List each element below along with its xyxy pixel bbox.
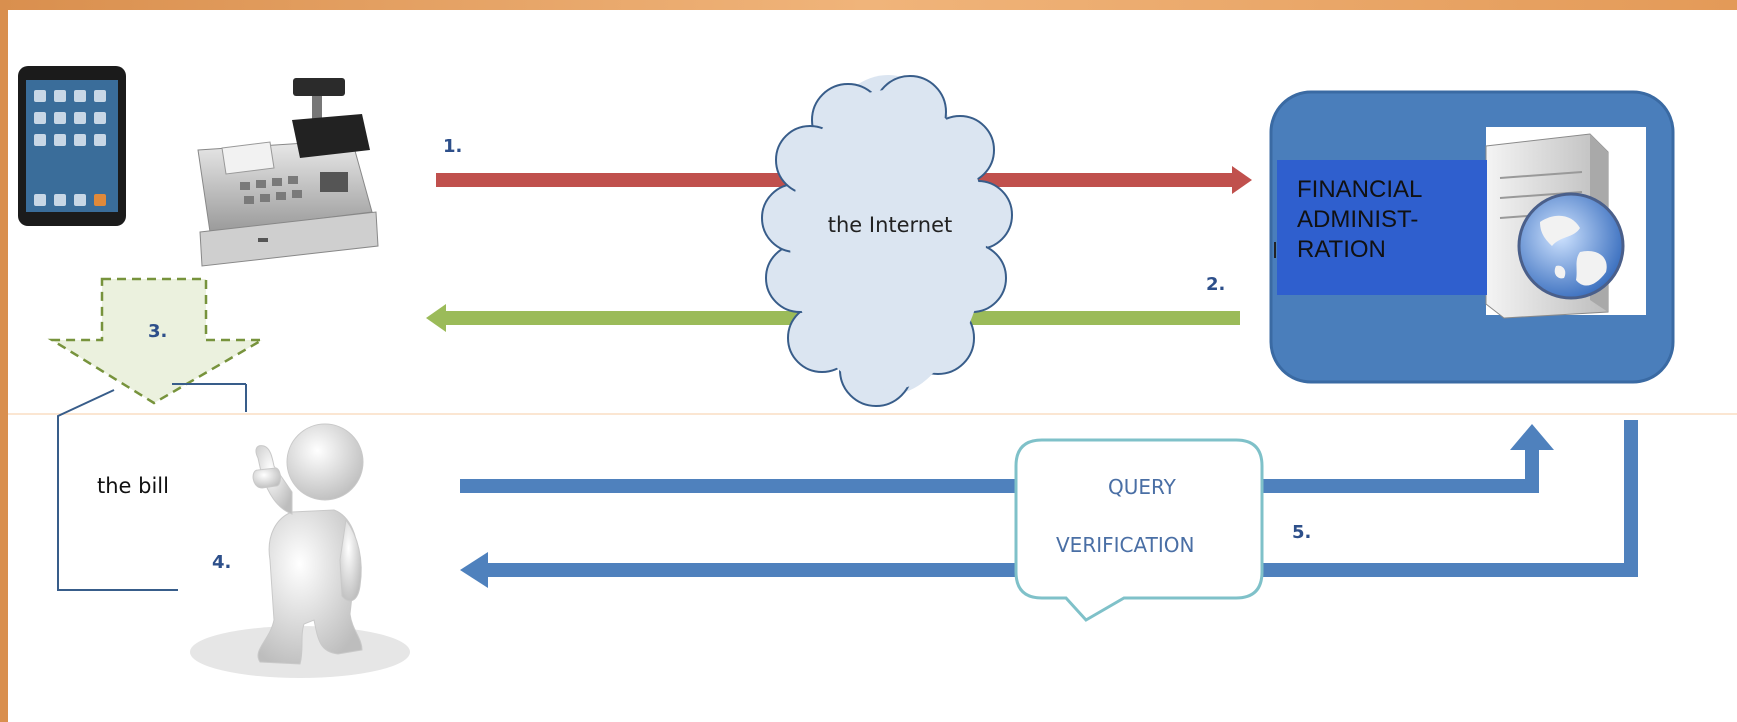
tablet-icon <box>18 66 126 226</box>
step-2-label: 2. <box>1206 274 1225 295</box>
internet-label: the Internet <box>828 213 953 237</box>
step-4-label: 4. <box>212 552 231 573</box>
arrow-step-3: 3. <box>47 277 267 405</box>
financial-administration-label-box <box>1277 160 1487 295</box>
verification-label: VERIFICATION <box>1056 533 1194 557</box>
financial-administration-line-1: FINANCIAL <box>1297 176 1423 203</box>
query-label: QUERY <box>1108 475 1177 499</box>
financial-administration-line-3: RATION <box>1297 236 1386 263</box>
internet-cloud: the Internet <box>761 75 1013 407</box>
step-5-label: 5. <box>1292 522 1311 543</box>
person-thumbs-up-icon: 4. <box>190 423 410 678</box>
bill-label: the bill <box>97 474 169 498</box>
step-3-label: 3. <box>148 321 167 342</box>
step-1-label: 1. <box>443 136 462 157</box>
bill-document: the bill <box>57 383 247 591</box>
cash-register-icon <box>197 78 379 267</box>
query-verification-bubble: QUERY VERIFICATION <box>1014 438 1264 622</box>
arrow-query <box>460 424 1554 493</box>
globe-icon <box>1517 192 1625 300</box>
financial-administration-panel <box>1269 90 1675 384</box>
financial-administration-label: FINANCIAL ADMINIST- RATION <box>1297 175 1422 265</box>
financial-administration-line-2: ADMINIST- <box>1297 206 1419 233</box>
